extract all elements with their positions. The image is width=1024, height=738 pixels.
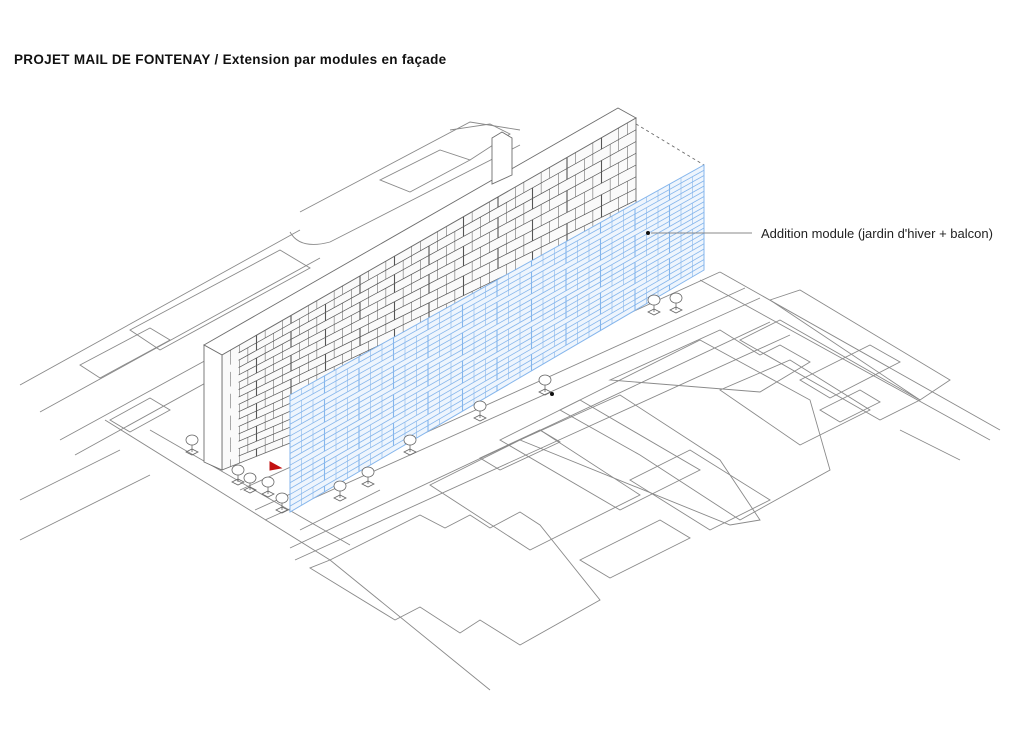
trees: [185, 292, 683, 514]
annotation-leader: [550, 231, 752, 396]
location-marker: [269, 461, 283, 471]
module-annotation: Addition module (jardin d'hiver + balcon…: [761, 226, 993, 241]
site-plan: [19, 121, 1001, 691]
module-extension: [289, 164, 705, 513]
page-title: PROJET MAIL DE FONTENAY / Extension par …: [14, 52, 447, 67]
